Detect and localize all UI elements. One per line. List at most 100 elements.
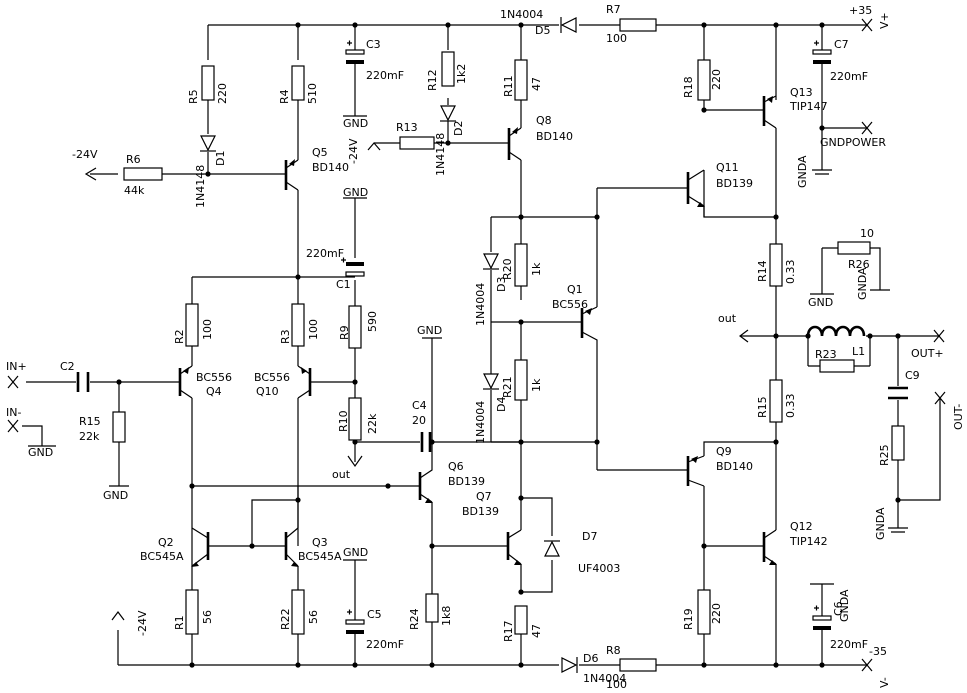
r1-value: 56 — [201, 610, 214, 624]
gnd-label: GND — [343, 117, 368, 130]
d5-top-value: 1N4004 — [500, 8, 543, 21]
d4-name: D4 — [495, 397, 508, 412]
c1-name: C1 — [336, 278, 351, 291]
gnda-label: GNDA — [838, 589, 851, 622]
resistor-r12 — [441, 51, 455, 87]
r3-name: R3 — [279, 329, 292, 344]
gnd-label: GND — [343, 186, 368, 199]
terminal-out-minus — [934, 391, 946, 405]
resistor-r3 — [291, 303, 305, 347]
r20-value: 1k — [530, 262, 543, 276]
label-in-plus: IN+ — [6, 360, 27, 373]
r23-name: R23 — [815, 348, 837, 361]
d4-value: 1N4004 — [474, 401, 487, 444]
c4-value: 20 — [412, 414, 426, 427]
r26-value: 10 — [860, 227, 874, 240]
transistor-q12 — [760, 529, 777, 565]
resistor-r9 — [348, 305, 362, 349]
arrow-minus24v-left — [84, 167, 97, 181]
diode-d2 — [440, 105, 456, 122]
labels: +35 V+ -35 V- -24V -24V -24V IN+ IN- OUT… — [6, 3, 965, 691]
r24-name: R24 — [408, 608, 421, 630]
d2-name: D2 — [452, 121, 465, 136]
q2-value: BC545A — [140, 550, 184, 563]
q7-value: BD139 — [462, 505, 499, 518]
r11-name: R11 — [502, 75, 515, 97]
q6-value: BD139 — [448, 475, 485, 488]
c6-name: C6 — [832, 601, 845, 616]
q12-name: Q12 — [790, 520, 813, 533]
r6-value: 44k — [124, 184, 145, 197]
rail-pos-value: +35 — [849, 4, 872, 17]
q1-name: Q1 — [567, 283, 583, 296]
c3-name: C3 — [366, 38, 381, 51]
capacitor-c7 — [812, 49, 832, 86]
d1-value: 1N4148 — [194, 165, 207, 208]
transistor-q9 — [683, 455, 705, 487]
r2-name: R2 — [173, 329, 186, 344]
r21-name: R21 — [501, 376, 514, 398]
q1-value: BC556 — [552, 298, 588, 311]
label-gndpower: GNDPOWER — [820, 136, 886, 149]
diode-d4 — [483, 373, 499, 390]
c5-name: C5 — [367, 608, 382, 621]
q2-name: Q2 — [158, 536, 174, 549]
q8-value: BD140 — [536, 130, 573, 143]
capacitor-c2 — [76, 372, 90, 392]
capacitor-c6 — [812, 606, 832, 642]
q4-name: Q4 — [206, 385, 222, 398]
terminal-vplus — [861, 18, 873, 32]
gnd-label: GND — [417, 324, 442, 337]
r14-name: R14 — [756, 260, 769, 282]
gnd-label: GND — [343, 546, 368, 559]
wiring — [22, 24, 941, 666]
r7-name: R7 — [606, 3, 621, 16]
resistor-r6 — [123, 167, 163, 181]
d3-value: 1N4004 — [474, 283, 487, 326]
q8-name: Q8 — [536, 114, 552, 127]
diode-d6 — [561, 657, 578, 673]
q4-value: BC556 — [196, 371, 232, 384]
c7-value: 220mF — [830, 70, 868, 83]
resistor-r11 — [514, 59, 528, 101]
r24-value: 1k8 — [440, 606, 453, 626]
r4-name: R4 — [278, 89, 291, 104]
d1-name: D1 — [214, 151, 227, 166]
resistor-r5a — [201, 65, 215, 101]
q7-name: Q7 — [476, 490, 492, 503]
r17-value: 47 — [530, 624, 543, 638]
q3-value: BC545A — [298, 550, 342, 563]
r11-value: 47 — [530, 77, 543, 91]
r9-value: 590 — [366, 311, 379, 332]
l1-name: L1 — [852, 345, 865, 358]
label-neg24-left: -24V — [72, 148, 98, 161]
transistor-q11 — [683, 169, 705, 217]
resistor-r24 — [425, 593, 439, 623]
r26-name: R26 — [848, 258, 870, 271]
r15out-value: 0.33 — [784, 394, 797, 419]
d7-value: UF4003 — [578, 562, 620, 575]
transistor-q7 — [500, 529, 522, 565]
d6-name: D6 — [583, 652, 598, 665]
q9-name: Q9 — [716, 445, 732, 458]
arrow-minus24v-bottom — [111, 611, 125, 621]
resistor-r21 — [514, 359, 528, 401]
c3-value: 220mF — [366, 69, 404, 82]
q5-top-value: BD140 — [312, 161, 349, 174]
q9-value: BD140 — [716, 460, 753, 473]
c1-value: 220mF — [306, 247, 344, 260]
r20-name: R20 — [501, 258, 514, 280]
resistor-r15-input — [112, 411, 126, 443]
diode-d7 — [544, 540, 560, 557]
q11-value: BD139 — [716, 177, 753, 190]
label-out-plus: OUT+ — [911, 347, 944, 360]
r19-name: R19 — [682, 608, 695, 630]
r19-value: 220 — [710, 603, 723, 624]
r15in-name: R15 — [79, 415, 101, 428]
gnda-label: GNDA — [874, 507, 887, 540]
terminal-gndpower — [861, 121, 873, 135]
resistor-r22 — [291, 589, 305, 635]
r17-name: R17 — [502, 620, 515, 642]
transistor-q13 — [760, 95, 777, 129]
